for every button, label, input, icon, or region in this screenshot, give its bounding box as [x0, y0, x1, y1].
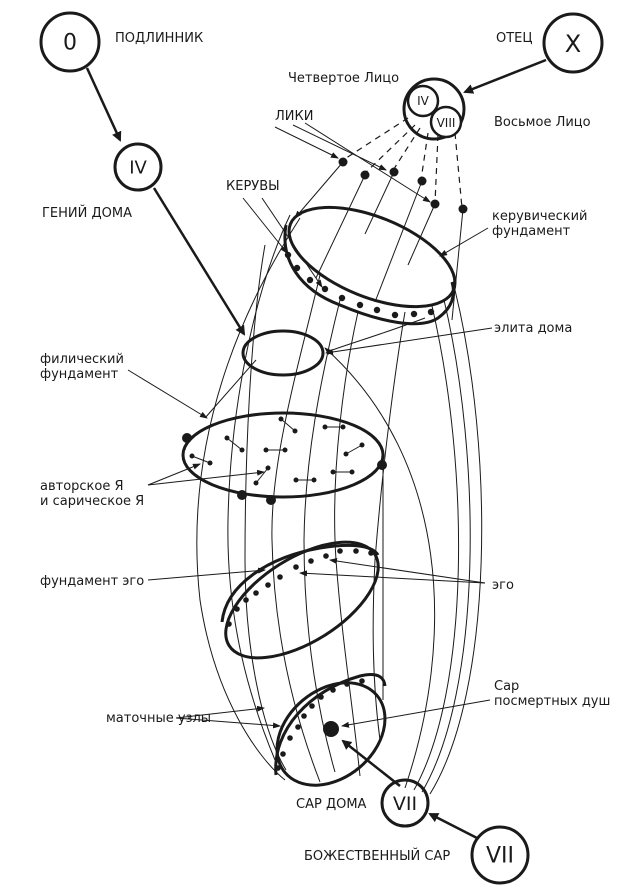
ego-foundation: [220, 540, 380, 660]
cherubic-foundation-label-2: фундамент: [492, 224, 571, 239]
posthumous-sar-label-2: посмертных душ: [494, 694, 610, 709]
node-genius-label: ГЕНИЙ ДОМА: [42, 205, 132, 221]
node-divine-sar-label: БОЖЕСТВЕННЫЙ САР: [304, 848, 450, 864]
author-self-label-1: авторское Я: [40, 479, 124, 494]
philic-ellipse: [181, 411, 385, 499]
node-genius-symbol: IV: [129, 158, 147, 179]
node-father-symbol: X: [565, 30, 581, 58]
house-elite-label: элита дома: [494, 321, 572, 336]
author-self-label-2: и сарическое Я: [40, 494, 144, 509]
node-house-sar-symbol: VII: [393, 793, 417, 815]
node-original-label: ПОДЛИННИК: [115, 31, 203, 46]
philic-foundation: [181, 411, 387, 505]
eighth-face-label: Восьмое Лицо: [494, 115, 591, 130]
posthumous-sar-label-1: Сар: [494, 679, 519, 694]
face-four-symbol: IV: [417, 94, 430, 108]
cherubs-label: КЕРУВЫ: [226, 179, 280, 194]
uterine-nodes-label: маточные узлы: [106, 711, 211, 726]
column-lines: [196, 214, 406, 783]
cherubic-foundation: [283, 205, 457, 326]
posthumous-sar-dot: [323, 721, 339, 737]
node-father: X: [542, 12, 604, 74]
face-eight-symbol: VIII: [437, 116, 456, 130]
outer-link-curves: [324, 289, 483, 795]
node-genius: IV: [113, 142, 163, 192]
node-divine-sar: VII: [470, 825, 530, 885]
fourth-face-label: Четвертое Лицо: [288, 71, 399, 86]
leader-lines: [127, 122, 493, 729]
node-father-label: ОТЕЦ: [496, 31, 532, 46]
node-faces: IV VIII: [402, 77, 466, 141]
author-self-pairs: [189, 416, 365, 486]
node-divine-sar-symbol: VII: [486, 844, 514, 869]
house-elite-ellipse: [241, 329, 325, 377]
ego-label: эго: [492, 578, 514, 593]
uterine-ring: [274, 672, 387, 787]
faces-rays: [294, 117, 468, 321]
cherubic-foundation-label-1: керувический: [492, 209, 587, 224]
node-original-symbol: 0: [63, 31, 77, 56]
philic-foundation-label-1: филический: [40, 352, 124, 367]
main-arrows: [85, 58, 547, 840]
ego-foundation-label: фундамент эго: [40, 574, 144, 589]
node-house-sar-label: САР ДОМА: [296, 797, 367, 812]
node-house-sar: VII: [380, 778, 430, 828]
node-original: 0: [39, 11, 101, 73]
philic-foundation-label-2: фундамент: [40, 367, 119, 382]
faces-group-label: ЛИКИ: [275, 109, 313, 124]
